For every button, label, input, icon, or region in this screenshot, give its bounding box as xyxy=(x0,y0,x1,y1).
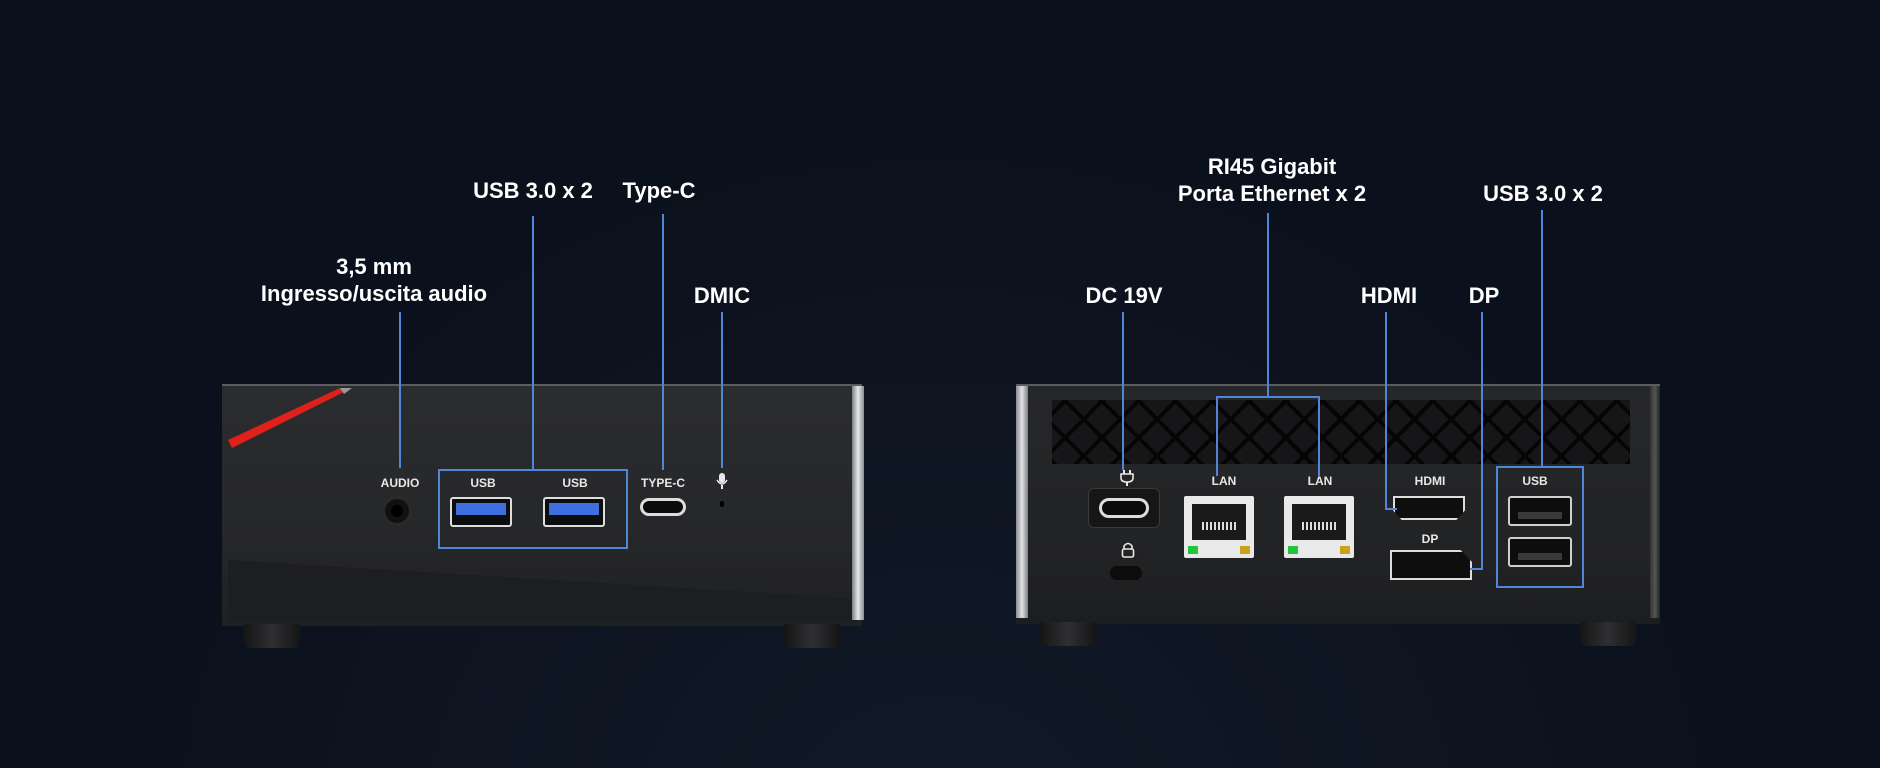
ethernet-callout-branch xyxy=(1216,396,1218,476)
power-plug-icon xyxy=(1120,470,1134,486)
red-accent-stripe xyxy=(228,388,352,448)
audio-callout-line xyxy=(399,312,401,468)
lan-port-label: LAN xyxy=(1211,474,1237,488)
usb-port-label: USB xyxy=(470,476,496,490)
foot xyxy=(1040,622,1096,646)
usb3-port xyxy=(450,497,512,527)
microphone-icon xyxy=(716,473,728,489)
rj45-ethernet-port xyxy=(1284,496,1354,558)
dc-callout-line xyxy=(1122,312,1124,470)
dc-19v-port xyxy=(1099,498,1149,518)
front-usb-callout: USB 3.0 x 2 xyxy=(473,178,593,203)
rear-side-edge-right xyxy=(1650,386,1660,618)
usb-port-label: USB xyxy=(562,476,588,490)
dmic-callout-line xyxy=(721,312,723,468)
hdmi-port xyxy=(1393,496,1465,520)
rj45-ethernet-port xyxy=(1184,496,1254,558)
lan-port-label: LAN xyxy=(1307,474,1333,488)
rear-usb-highlight-box xyxy=(1496,466,1584,588)
typec-callout-line xyxy=(662,214,664,470)
rear-side-edge xyxy=(1016,386,1028,618)
front-usb-highlight-box xyxy=(438,469,628,549)
audio-jack xyxy=(382,496,412,526)
hdmi-callout-hook xyxy=(1385,508,1397,510)
foot xyxy=(244,624,300,648)
ventilation-grille xyxy=(1052,400,1630,464)
usb3-port xyxy=(1508,537,1572,567)
ethernet-callout-line xyxy=(1267,213,1269,397)
ethernet-callout-bracket xyxy=(1216,396,1320,398)
dc-callout: DC 19V xyxy=(1085,283,1163,308)
audio-port-label: AUDIO xyxy=(380,476,420,490)
ethernet-callout-line1: RI45 Gigabit xyxy=(1207,154,1337,179)
ethernet-callout-branch xyxy=(1318,396,1320,476)
typec-port xyxy=(640,498,686,516)
usb3-port xyxy=(1508,496,1572,526)
usb3-port xyxy=(543,497,605,527)
dp-callout: DP xyxy=(1468,283,1500,308)
ethernet-callout-line2: Porta Ethernet x 2 xyxy=(1177,181,1367,206)
lock-icon xyxy=(1121,542,1135,558)
dp-port-label: DP xyxy=(1421,532,1439,546)
audio-callout-line1: 3,5 mm xyxy=(336,254,412,279)
displayport-port xyxy=(1390,550,1472,580)
dp-callout-hook xyxy=(1470,568,1483,570)
typec-port-label: TYPE-C xyxy=(640,476,686,490)
audio-callout-line2: Ingresso/uscita audio xyxy=(260,281,488,306)
hdmi-port-label: HDMI xyxy=(1414,474,1446,488)
dmic-callout: DMIC xyxy=(693,283,751,308)
foot xyxy=(1580,622,1636,646)
kensington-lock-slot xyxy=(1110,566,1142,580)
dmic-hole xyxy=(720,501,724,507)
rear-usb-callout: USB 3.0 x 2 xyxy=(1483,181,1603,206)
hdmi-callout-line xyxy=(1385,312,1387,510)
dp-callout-line xyxy=(1481,312,1483,570)
front-usb-callout-line xyxy=(532,216,534,470)
typec-callout: Type-C xyxy=(622,178,696,203)
rear-usb-callout-line xyxy=(1541,210,1543,467)
hdmi-callout: HDMI xyxy=(1360,283,1418,308)
front-side-edge xyxy=(852,386,864,620)
usb-port-label: USB xyxy=(1522,474,1548,488)
foot xyxy=(784,624,840,648)
